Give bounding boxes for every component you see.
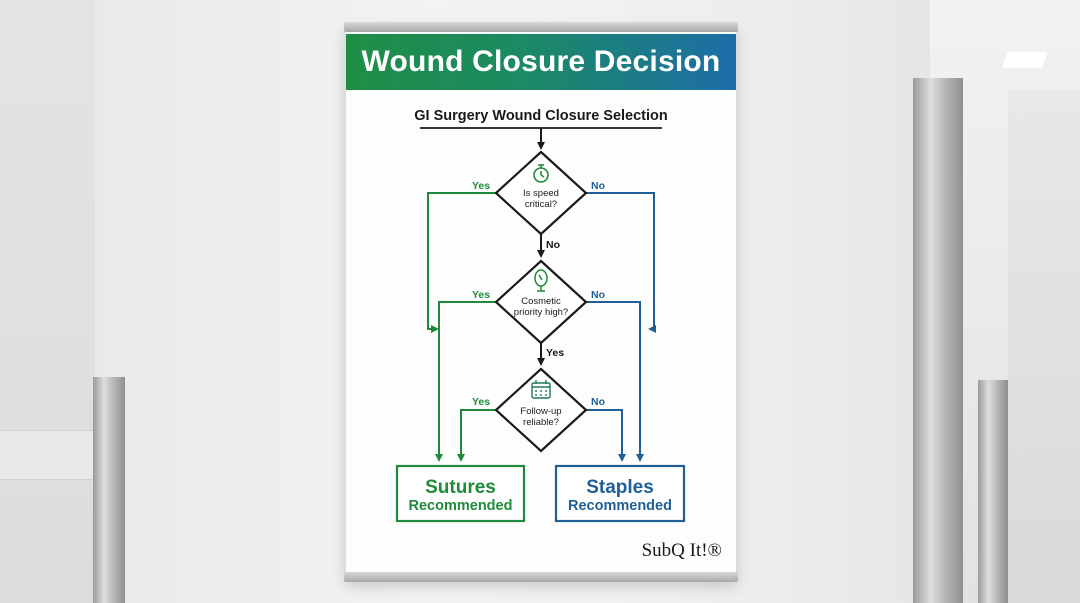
q1-yes-branch [427,192,496,333]
staples-title: Staples [586,477,654,498]
poster-banner: Wound Closure Decision [346,34,736,90]
right-door-frame-inner [978,380,1008,603]
poster-title: Wound Closure Decision [361,45,721,78]
mirror-icon [534,269,548,292]
staples-subtitle: Recommended [568,498,672,514]
left-door-frame [93,377,125,603]
q1-text-line1: Is speed [523,188,559,199]
q3-no-label: No [591,396,605,408]
q2-no-label: No [591,289,605,301]
staples-outcome-box [554,464,686,523]
q1-yes-label: Yes [472,180,490,192]
decision-diamond-speed [494,150,588,236]
q1-no-branch [586,192,656,333]
sutures-subtitle: Recommended [409,498,513,514]
decision-diamond-cosmetic [494,259,588,345]
q2-down-label: Yes [546,347,564,359]
q2-text-line1: Cosmetic [521,296,561,307]
calendar-icon [531,380,551,399]
q1-down-label: No [546,239,560,251]
poster-bottom-rail [344,572,738,582]
q2-yes-label: Yes [472,289,490,301]
decision-flowchart: Is speed critical? Cosmetic priority hig… [395,127,686,523]
brand-logo: SubQ It!® [641,540,722,561]
left-handrail [0,430,95,480]
q1-text-line2: critical? [525,199,557,210]
q2-no-branch [586,301,644,462]
q1-no-label: No [591,180,605,192]
sutures-title: Sutures [425,477,496,498]
q2-yes-branch [435,301,496,462]
ceiling-light [1002,52,1048,68]
flowchart-poster: Wound Closure Decision GI Surgery Wound … [344,22,738,582]
stopwatch-icon [533,164,549,183]
q3-yes-label: Yes [472,396,490,408]
right-door-frame [913,78,963,603]
q3-text-line2: reliable? [523,417,559,428]
decision-diamond-followup [494,367,588,453]
poster-top-rail [344,22,738,32]
q3-yes-branch [457,409,496,462]
diagram-subtitle: GI Surgery Wound Closure Selection [414,108,668,124]
q2-text-line2: priority high? [514,307,568,318]
q3-text-line1: Follow-up [520,406,561,417]
corridor-wall [1008,90,1080,603]
sutures-outcome-box [395,464,526,523]
left-room-wall [0,0,95,603]
q3-no-branch [586,409,626,462]
